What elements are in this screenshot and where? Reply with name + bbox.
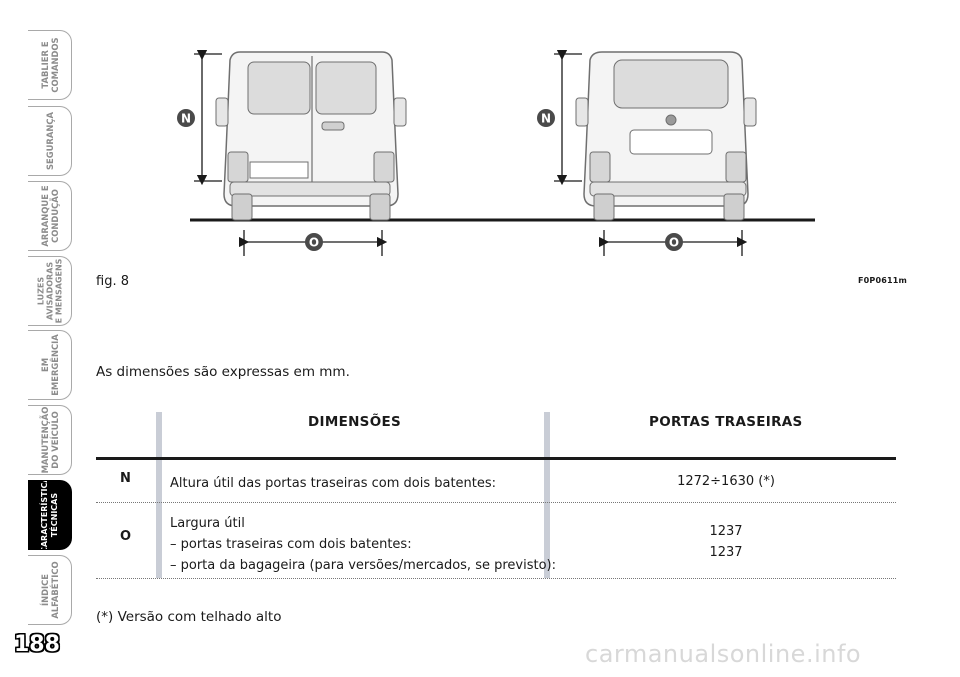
row-key-o: O [120, 529, 132, 544]
column-divider [544, 412, 550, 578]
van-rear-doors-drawing [215, 51, 407, 221]
tab-label: TABLIER E COMANDOS [39, 37, 60, 93]
page-number: 188 [14, 632, 60, 657]
tab-tablier-comandos[interactable]: TABLIER E COMANDOS [28, 30, 72, 100]
tab-label: ÍNDICE ALFABÉTICO [39, 561, 60, 619]
tab-label: EM EMERGÊNCIA [39, 334, 60, 396]
height-marker-left: N [181, 112, 191, 126]
header-portas-traseiras: PORTAS TRASEIRAS [649, 414, 803, 430]
row-o-description-3: – porta da bagageira (para versões/merca… [170, 558, 556, 573]
row-n-description: Altura útil das portas traseiras com doi… [170, 476, 497, 491]
header-dimensoes: DIMENSÕES [308, 414, 402, 430]
watermark: carmanualsonline.info [585, 640, 862, 668]
tab-label: ARRANQUE E CONDUÇÃO [39, 185, 60, 247]
row-n-value: 1272÷1630 (*) [677, 474, 775, 489]
row-key-n: N [120, 471, 131, 486]
tab-label: MANUTENÇÃO DO VEÍCULO [39, 406, 60, 474]
tab-label: CARACTERÍSTICAS TÉCNICAS [39, 480, 59, 550]
row-divider [96, 578, 896, 579]
row-o-value-2: 1237 [709, 545, 743, 560]
tab-em-emergencia[interactable]: EM EMERGÊNCIA [28, 330, 72, 400]
intro-text: As dimensões são expressas em mm. [96, 364, 350, 380]
tab-indice-alfabetico[interactable]: ÍNDICE ALFABÉTICO [28, 555, 72, 625]
van-tailgate-drawing [575, 51, 757, 221]
width-marker-right: O [669, 236, 679, 250]
tab-label: SEGURANÇA [44, 112, 55, 170]
figure-code: F0P0611m [858, 276, 908, 285]
row-divider [96, 502, 896, 503]
column-divider [156, 412, 162, 578]
row-o-value-1: 1237 [709, 524, 743, 539]
tab-manutencao-veiculo[interactable]: MANUTENÇÃO DO VEÍCULO [28, 405, 72, 475]
section-tab-rail: TABLIER E COMANDOS SEGURANÇA ARRANQUE E … [0, 0, 80, 677]
header-rule [96, 457, 896, 460]
tab-label: LUZES AVISADORAS E MENSAGENS [36, 258, 63, 324]
footnote: (*) Versão com telhado alto [96, 609, 282, 625]
van-dimension-illustration: N O N O [177, 49, 815, 256]
height-marker-right: N [541, 112, 551, 126]
tab-luzes-avisadoras[interactable]: LUZES AVISADORAS E MENSAGENS [28, 256, 72, 326]
tab-caracteristicas-tecnicas[interactable]: CARACTERÍSTICAS TÉCNICAS [28, 480, 72, 550]
width-marker-left: O [309, 236, 319, 250]
row-o-description-2: – portas traseiras com dois batentes: [170, 537, 412, 552]
tab-arranque-conducao[interactable]: ARRANQUE E CONDUÇÃO [28, 181, 72, 251]
row-o-description-1: Largura útil [170, 516, 245, 531]
figure-caption: fig. 8 [96, 274, 129, 289]
tab-seguranca[interactable]: SEGURANÇA [28, 106, 72, 176]
